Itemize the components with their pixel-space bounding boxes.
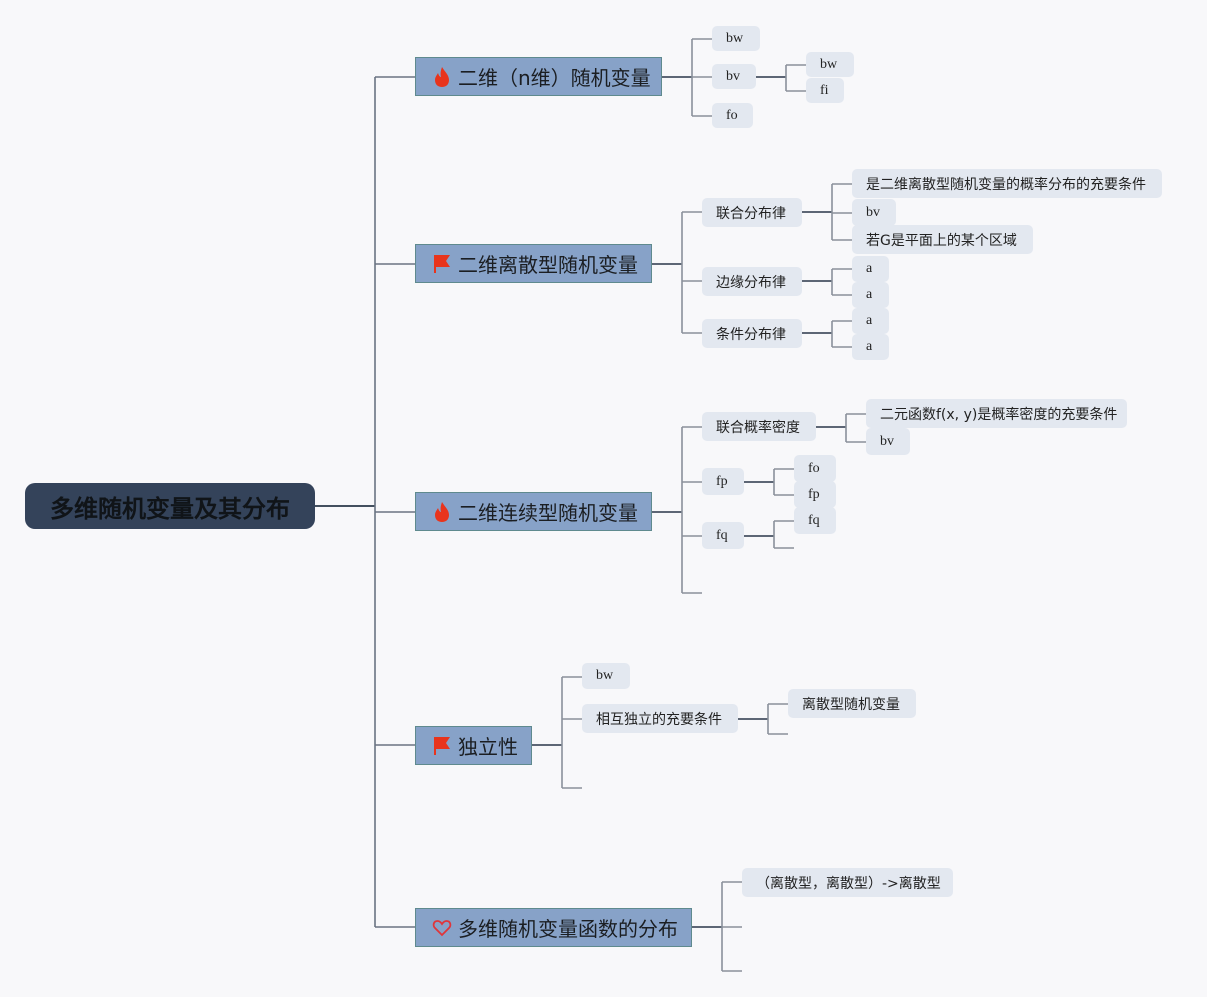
leaf-label: bw — [596, 668, 614, 683]
fire-icon — [435, 66, 449, 87]
subtopic-label: 相互独立的充要条件 — [596, 711, 722, 728]
leaf-bw[interactable]: bw — [712, 26, 760, 51]
subtopic-conditional-distribution[interactable]: 条件分布律 — [702, 319, 802, 348]
branch-label: 独立性 — [458, 735, 518, 759]
leaf-label: bv — [866, 204, 880, 220]
root-node[interactable]: 多维随机变量及其分布 — [25, 483, 315, 529]
leaf-label: fq — [808, 512, 820, 528]
leaf-discrete-discrete[interactable]: （离散型，离散型）->离散型 — [742, 868, 953, 897]
leaf-label: 是二维离散型随机变量的概率分布的充要条件 — [866, 176, 1146, 193]
leaf-label: fi — [820, 82, 829, 98]
heart-icon — [432, 919, 452, 936]
leaf-bv[interactable]: bv — [712, 64, 756, 89]
branch-node-nd-random-variable[interactable]: 二维（n维）随机变量 — [415, 57, 662, 96]
subtopic-marginal-distribution[interactable]: 边缘分布律 — [702, 267, 802, 296]
branch-node-discrete[interactable]: 二维离散型随机变量 — [415, 244, 652, 283]
leaf-label: a — [866, 287, 873, 302]
fire-icon — [435, 501, 449, 522]
flag-icon — [434, 736, 450, 755]
leaf-discrete-variable[interactable]: 离散型随机变量 — [788, 689, 916, 718]
leaf-label: bw — [726, 30, 744, 46]
subtopic-label: fq — [716, 527, 728, 543]
leaf-density-condition[interactable]: 二元函数f(x, y)是概率密度的充要条件 — [866, 399, 1127, 428]
flag-icon — [434, 254, 450, 273]
leaf-label: a — [866, 339, 873, 354]
leaf-label: bw — [820, 56, 838, 72]
subtopic-label: 边缘分布律 — [716, 274, 786, 291]
leaf-a[interactable]: a — [852, 256, 889, 282]
subtopic-fp[interactable]: fp — [702, 468, 744, 495]
leaf-label: a — [866, 313, 873, 328]
leaf-label: （离散型，离散型）->离散型 — [756, 875, 941, 892]
leaf-label: 若G是平面上的某个区域 — [866, 232, 1017, 249]
subtopic-label: 条件分布律 — [716, 326, 786, 343]
leaf-bw[interactable]: bw — [582, 663, 630, 689]
subtopic-independence-condition[interactable]: 相互独立的充要条件 — [582, 704, 738, 733]
root-label: 多维随机变量及其分布 — [50, 494, 290, 523]
branch-node-function-distribution[interactable]: 多维随机变量函数的分布 — [415, 908, 692, 947]
leaf-a[interactable]: a — [852, 334, 889, 360]
leaf-necessary-condition[interactable]: 是二维离散型随机变量的概率分布的充要条件 — [852, 169, 1162, 198]
branch-node-continuous[interactable]: 二维连续型随机变量 — [415, 492, 652, 531]
subtopic-joint-density[interactable]: 联合概率密度 — [702, 412, 816, 441]
leaf-bv[interactable]: bv — [866, 428, 910, 455]
leaf-a[interactable]: a — [852, 308, 889, 334]
leaf-label: a — [866, 261, 873, 276]
branch-label: 二维（n维）随机变量 — [458, 66, 651, 90]
leaf-label: bv — [880, 433, 894, 449]
branch-label: 多维随机变量函数的分布 — [458, 917, 678, 941]
subtopic-label: 联合概率密度 — [716, 419, 800, 436]
leaf-bv[interactable]: bv — [852, 199, 896, 226]
leaf-label: fp — [808, 486, 820, 502]
subtopic-joint-distribution[interactable]: 联合分布律 — [702, 198, 802, 227]
leaf-label: fo — [808, 460, 820, 476]
leaf-label: bv — [726, 68, 740, 84]
leaf-region-g[interactable]: 若G是平面上的某个区域 — [852, 225, 1033, 254]
leaf-fi[interactable]: fi — [806, 78, 844, 103]
subtopic-label: 联合分布律 — [716, 205, 786, 222]
branch-label: 二维连续型随机变量 — [458, 501, 638, 525]
leaf-a[interactable]: a — [852, 282, 889, 308]
leaf-label: 二元函数f(x, y)是概率密度的充要条件 — [880, 406, 1118, 423]
subtopic-fq[interactable]: fq — [702, 522, 744, 549]
leaf-fo[interactable]: fo — [712, 103, 753, 128]
subtopic-label: fp — [716, 473, 728, 489]
leaf-label: fo — [726, 107, 738, 123]
leaf-fq[interactable]: fq — [794, 507, 836, 534]
branch-node-independence[interactable]: 独立性 — [415, 726, 532, 765]
branch-label: 二维离散型随机变量 — [458, 253, 638, 277]
leaf-fo[interactable]: fo — [794, 455, 836, 482]
leaf-bw-2[interactable]: bw — [806, 52, 854, 77]
leaf-label: 离散型随机变量 — [802, 696, 900, 713]
leaf-fp[interactable]: fp — [794, 481, 836, 508]
